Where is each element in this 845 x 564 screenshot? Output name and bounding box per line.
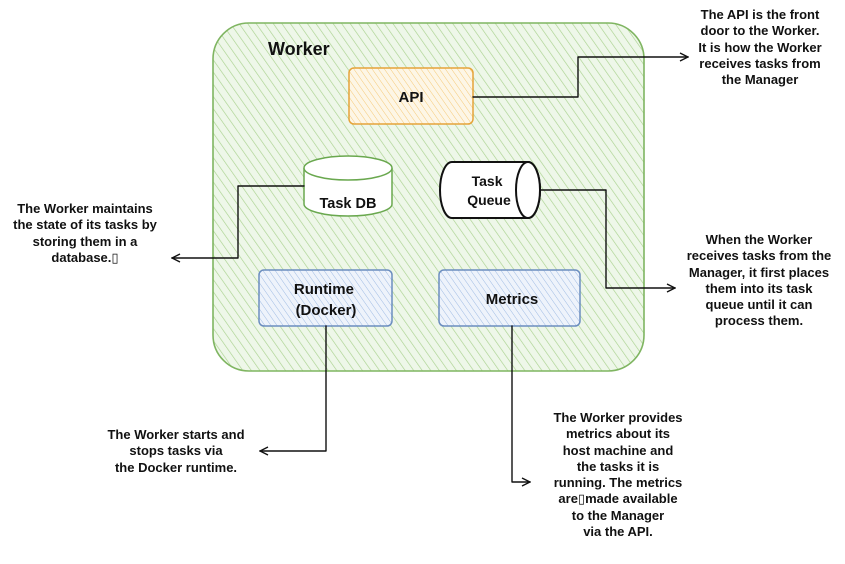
task-db-note: The Worker maintains the state of its ta… [2, 201, 168, 266]
runtime-label: Runtime (Docker) [294, 281, 358, 319]
note-line: running. The metrics [553, 475, 683, 491]
runtime-component: Runtime (Docker) [258, 269, 393, 327]
metrics-component: Metrics [438, 269, 581, 327]
note-line: to the Manager [571, 507, 665, 523]
task-queue-label-line: Task [472, 173, 503, 189]
note-line: are▯made available [558, 491, 678, 507]
note-line: The Worker starts and [107, 427, 245, 442]
note-line: the Docker runtime. [114, 459, 238, 475]
note-line: process them. [714, 313, 804, 329]
metrics-label: Metrics [486, 291, 539, 308]
note-line: The Worker maintains [17, 201, 153, 216]
note-line: storing them in a [32, 233, 138, 249]
note-line: via the API. [583, 524, 653, 540]
runtime-note: The Worker starts and stops tasks via th… [96, 427, 256, 476]
task-queue-connector-arrow [539, 189, 675, 288]
note-line: The API is the front [700, 7, 820, 22]
note-line: the Manager [721, 72, 799, 88]
runtime-label-line: (Docker) [296, 302, 357, 319]
note-line: door to the Worker. [700, 23, 820, 39]
note-line: receives tasks from [699, 55, 821, 71]
runtime-connector-arrow [260, 325, 327, 451]
worker-title: Worker [268, 39, 330, 59]
task-queue-label: Task Queue [467, 173, 511, 208]
task-queue-label-line: Queue [467, 192, 511, 208]
api-connector-arrow [472, 57, 688, 98]
note-line: queue until it can [705, 297, 813, 313]
note-line: the state of its tasks by [13, 217, 157, 233]
note-line: When the Worker [705, 232, 813, 247]
note-line: stops tasks via [129, 443, 223, 459]
note-line: host machine and [562, 442, 674, 458]
runtime-label-line: Runtime [294, 281, 354, 298]
task-db-label: Task DB [320, 196, 377, 212]
note-line: receives tasks from the [686, 248, 832, 264]
note-line: The Worker provides [553, 410, 683, 425]
note-line: the tasks it is [576, 458, 660, 474]
task-db-component: Task DB [303, 155, 393, 217]
task-queue-note: When the Worker receives tasks from the … [676, 232, 842, 330]
task-queue-component: Task Queue [439, 161, 541, 219]
api-note: The API is the front door to the Worker.… [680, 7, 840, 88]
metrics-connector-arrow [511, 325, 530, 482]
note-line: It is how the Worker [698, 39, 822, 55]
api-component: API [348, 67, 474, 125]
metrics-note: The Worker provides metrics about its ho… [538, 410, 698, 540]
api-label: API [398, 89, 423, 106]
note-line: Manager, it first places [688, 264, 830, 280]
note-line: metrics about its [565, 426, 671, 442]
note-line: them into its task [705, 280, 813, 296]
note-line: database.▯ [51, 249, 119, 265]
task-db-connector-arrow [172, 185, 305, 258]
